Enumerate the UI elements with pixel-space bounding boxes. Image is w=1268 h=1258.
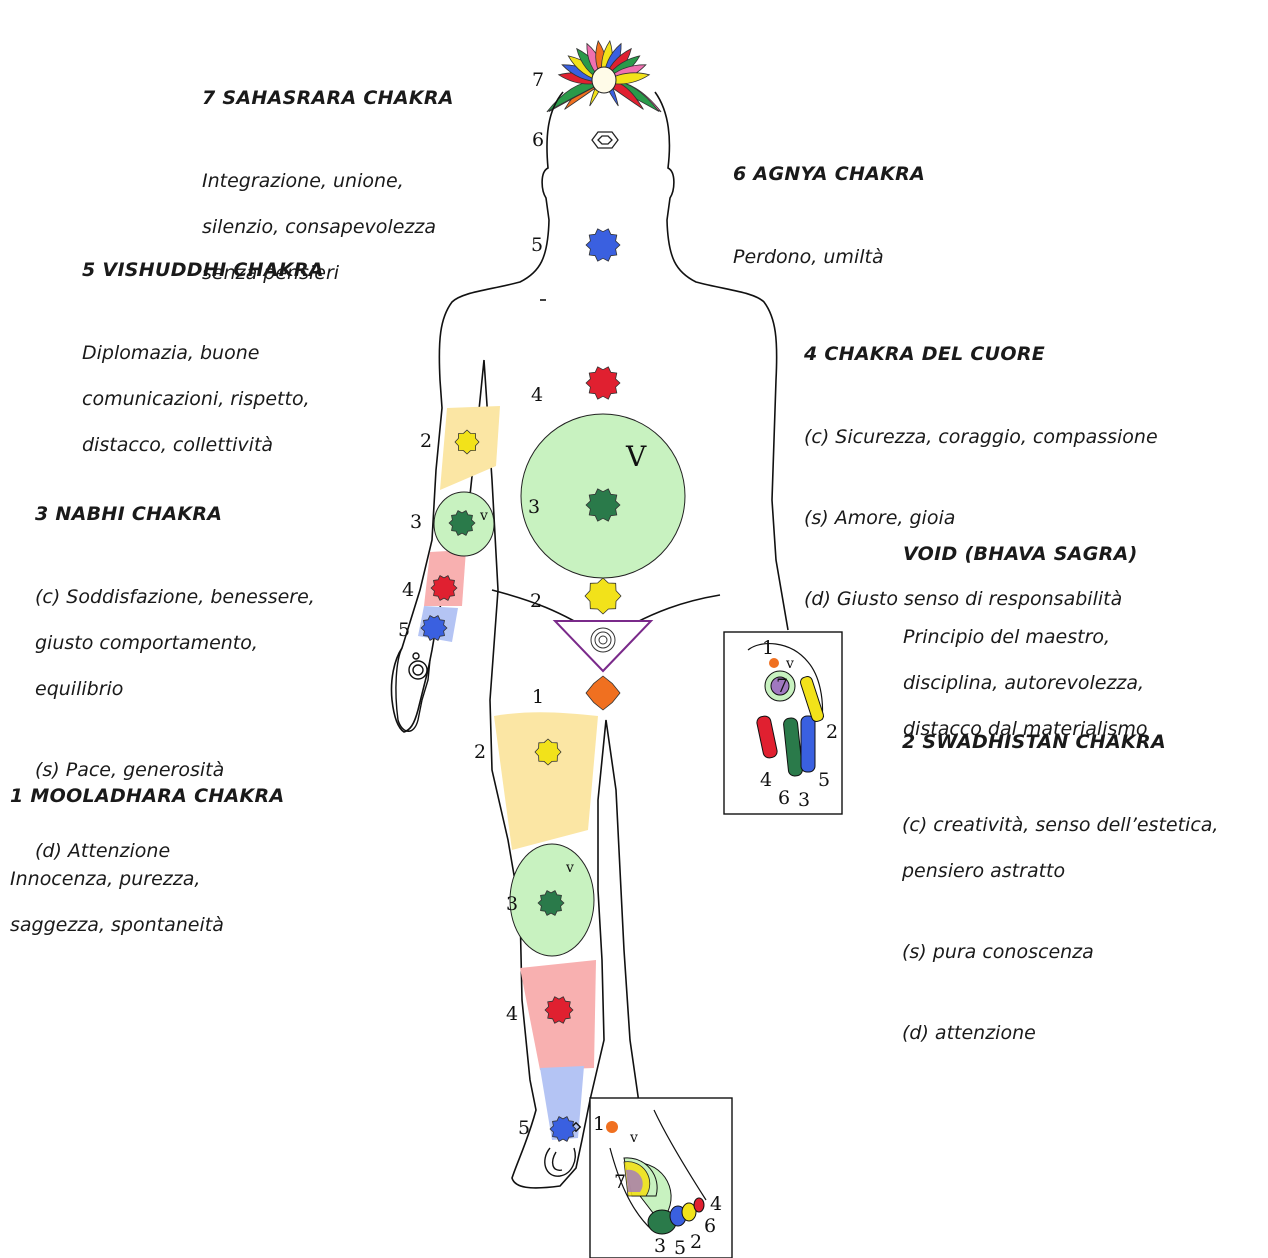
- agnya-icon: [592, 132, 618, 148]
- label-line: (d) attenzione: [902, 1022, 1218, 1045]
- arm-swadhistan-icon: [455, 430, 479, 454]
- foot-num-1: 1: [593, 1113, 605, 1135]
- num-4-leg: 4: [506, 1003, 518, 1025]
- void-letter-torso: V: [625, 440, 647, 473]
- foot-num-5: 5: [674, 1237, 686, 1258]
- num-2-swadhistan: 2: [530, 590, 542, 612]
- hand-num-5: 5: [818, 769, 830, 791]
- leg-swadhistan-icon: [535, 739, 561, 765]
- label-line: pensiero astratto: [902, 860, 1218, 883]
- foot-num-7: 7: [614, 1171, 626, 1193]
- hand-num-3: 3: [798, 789, 810, 811]
- label-title: 7 SAHASRARA CHAKRA: [202, 87, 454, 110]
- num-6-head: 6: [532, 129, 544, 151]
- heart-chakra-icon: [586, 367, 620, 399]
- num-5-throat: 5: [531, 234, 543, 256]
- label-title: 2 SWADHISTAN CHAKRA: [902, 731, 1218, 754]
- label-vishuddhi: 5 VISHUDDHI CHAKRA Diplomazia, buone com…: [82, 236, 324, 480]
- hand-num-2: 2: [826, 721, 838, 743]
- label-mooladhara: 1 MOOLADHARA CHAKRA Innocenza, purezza, …: [10, 762, 285, 960]
- label-line: Innocenza, purezza,: [10, 868, 285, 891]
- num-5-arm: 5: [398, 619, 410, 641]
- label-line: (c) Soddisfazione, benessere,: [35, 586, 315, 609]
- hand-num-4: 4: [760, 769, 772, 791]
- label-agnya: 6 AGNYA CHAKRA Perdono, umiltà: [733, 140, 925, 292]
- sahasrara-center-icon: [592, 67, 616, 93]
- foot-num-4: 4: [710, 1193, 722, 1215]
- foot-void-letter: v: [629, 1130, 638, 1146]
- mooladhara-chakra-icon: [586, 676, 620, 710]
- label-line: saggezza, spontaneità: [10, 914, 285, 937]
- leg-zone-2: [494, 712, 598, 850]
- label-title: 5 VISHUDDHI CHAKRA: [82, 259, 324, 282]
- foot-num-2: 2: [690, 1231, 702, 1253]
- hand-void-letter: v: [785, 656, 794, 672]
- label-line: distacco, collettività: [82, 434, 324, 457]
- num-5-leg: 5: [518, 1117, 530, 1139]
- num-1-mooladhara: 1: [532, 686, 544, 708]
- foot-num-3: 3: [654, 1235, 666, 1257]
- hand-num-7: 7: [776, 675, 788, 697]
- label-line: equilibrio: [35, 678, 315, 701]
- label-line: Perdono, umiltà: [733, 246, 925, 269]
- num-4-arm: 4: [402, 579, 414, 601]
- label-line: (s) pura conoscenza: [902, 941, 1218, 964]
- label-line: Diplomazia, buone: [82, 342, 324, 365]
- label-line: Integrazione, unione,: [202, 170, 454, 193]
- label-title: 6 AGNYA CHAKRA: [733, 163, 925, 186]
- hand-num-6: 6: [778, 787, 790, 809]
- hand-num-1: 1: [762, 637, 774, 659]
- void-regions: [434, 414, 685, 956]
- label-title: 1 MOOLADHARA CHAKRA: [10, 785, 285, 808]
- kundalini-triangle: [555, 621, 651, 671]
- void-letter-arm: v: [479, 508, 488, 524]
- foot-num-6: 6: [704, 1215, 716, 1237]
- label-swadhistan: 2 SWADHISTAN CHAKRA (c) creatività, sens…: [902, 708, 1218, 1068]
- label-line: (c) Sicurezza, coraggio, compassione: [804, 426, 1158, 449]
- num-2-leg: 2: [474, 741, 486, 763]
- num-3-nabhi: 3: [528, 496, 540, 518]
- num-3-leg: 3: [506, 893, 518, 915]
- label-line: disciplina, autorevolezza,: [903, 672, 1148, 695]
- num-2-arm: 2: [420, 430, 432, 452]
- label-line: giusto comportamento,: [35, 632, 315, 655]
- vishuddhi-chakra-icon: [586, 229, 620, 261]
- label-title: 3 NABHI CHAKRA: [35, 503, 315, 526]
- num-3-arm: 3: [410, 511, 422, 533]
- label-line: Principio del maestro,: [903, 626, 1148, 649]
- void-letter-knee: v: [565, 860, 574, 876]
- label-title: VOID (BHAVA SAGRA): [903, 543, 1148, 566]
- swadhistan-chakra-icon: [585, 578, 621, 614]
- left-hand: [396, 648, 430, 731]
- num-7-crown: 7: [532, 69, 544, 91]
- label-title: 4 CHAKRA DEL CUORE: [804, 343, 1158, 366]
- label-line: comunicazioni, rispetto,: [82, 388, 324, 411]
- label-line: (c) creatività, senso dell’estetica,: [902, 814, 1218, 837]
- num-4-heart: 4: [531, 384, 543, 406]
